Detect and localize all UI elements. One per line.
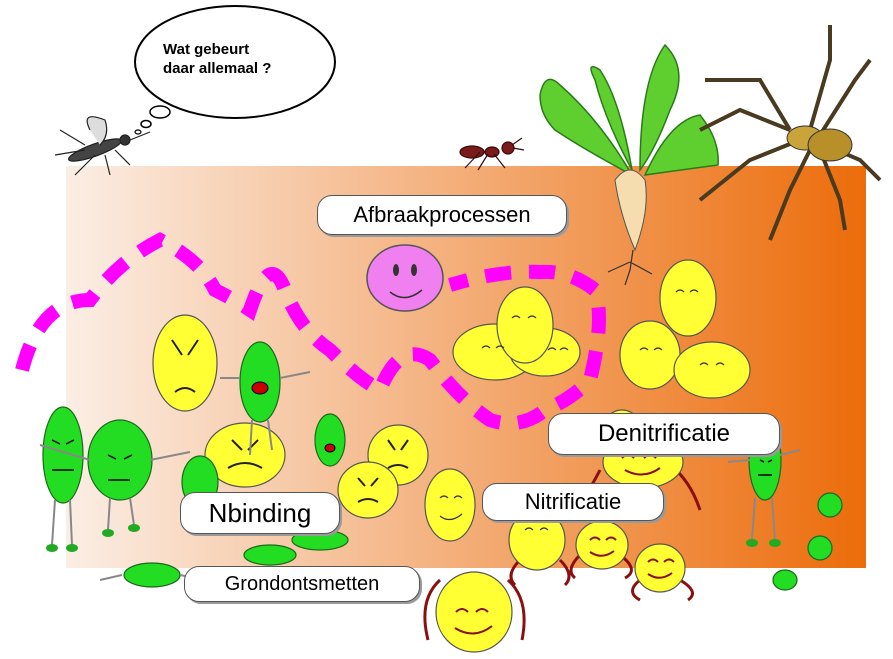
label-nitrificatie: Nitrificatie: [482, 483, 664, 521]
label-grondontsmetten-text: Grondontsmetten: [225, 573, 380, 596]
speech-text: Wat gebeurt daar allemaal ?: [163, 40, 271, 78]
label-nbinding: Nbinding: [180, 492, 340, 534]
pink-bacterium: [367, 245, 443, 311]
speech-line-2: daar allemaal ?: [163, 59, 271, 78]
label-nitrificatie-text: Nitrificatie: [525, 489, 622, 515]
label-afbraakprocessen: Afbraakprocessen: [317, 195, 567, 235]
label-denitrificatie-text: Denitrificatie: [598, 420, 730, 448]
label-afbraakprocessen-text: Afbraakprocessen: [353, 202, 530, 228]
label-grondontsmetten: Grondontsmetten: [184, 566, 420, 602]
label-nbinding-text: Nbinding: [209, 498, 312, 529]
label-denitrificatie: Denitrificatie: [548, 413, 780, 455]
speech-line-1: Wat gebeurt: [163, 40, 271, 59]
ant-icon: [460, 138, 524, 170]
